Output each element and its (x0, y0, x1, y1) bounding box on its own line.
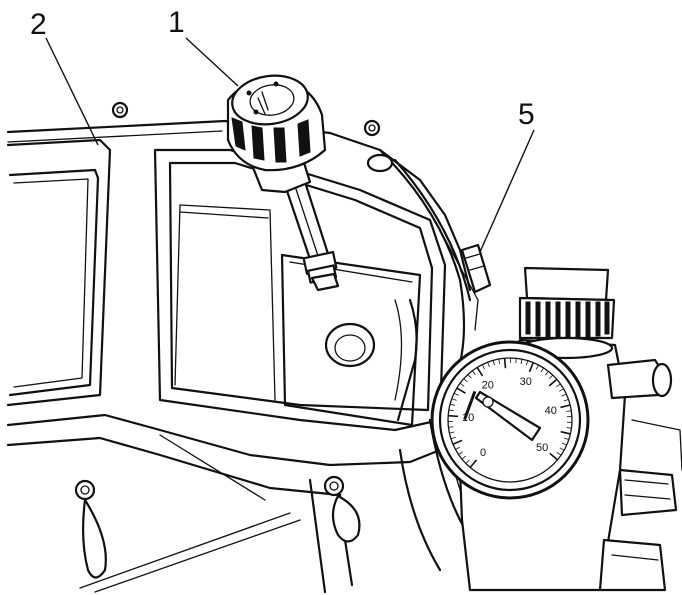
gauge-ticks (448, 357, 572, 469)
gauge-tick (559, 447, 565, 451)
gauge-tick (520, 359, 523, 365)
knob-part-1 (226, 74, 340, 292)
leader-line-1 (185, 37, 239, 87)
gauge-scale-label: 0 (480, 447, 486, 459)
callout-2: 2 (30, 8, 47, 41)
gauge-tick (525, 360, 529, 366)
gauge-tick (469, 459, 478, 469)
gauge-tick (458, 451, 463, 455)
gauge-scale-labels: 0 10 20 30 40 50 (462, 376, 557, 459)
gauge-tick (563, 437, 569, 440)
gauge-tick (455, 446, 461, 450)
gauge-tick (560, 430, 571, 435)
gauge-tick (461, 455, 467, 460)
knurling (525, 301, 610, 339)
gauge-tick (467, 374, 472, 379)
gauge-tick (449, 403, 455, 406)
gauge-tick (451, 398, 457, 401)
gauge-tick (561, 442, 567, 446)
gauge-tick (559, 388, 564, 392)
gauge-tick (487, 362, 490, 368)
gauge-scale-label: 20 (482, 379, 494, 391)
gauge-tick (448, 426, 454, 428)
gauge-tick (465, 459, 470, 464)
gauge-tick (556, 452, 562, 456)
gauge-tick (566, 410, 572, 412)
gauge-tick (544, 371, 549, 376)
center-recess (153, 148, 447, 432)
gauge-tick (560, 404, 571, 409)
gauge-tick (515, 358, 517, 364)
latch-part-5 (460, 243, 492, 294)
gauge-tick (492, 360, 495, 366)
housing-frame (6, 119, 472, 594)
gauge-tick (561, 393, 567, 397)
gauge-tick (449, 431, 455, 434)
gauge-tick (481, 364, 485, 370)
callout-1: 1 (168, 6, 185, 39)
screw-top-left (111, 101, 129, 119)
gauge-scale-label: 50 (536, 442, 548, 454)
gauge-tick (528, 362, 534, 373)
gauge-tick (549, 452, 559, 461)
gauge-tick (448, 414, 459, 418)
leader-line-5 (479, 129, 535, 253)
leader-lines (45, 37, 535, 253)
gauge-tick (472, 370, 476, 375)
gauge-tick (549, 374, 554, 379)
gauge-tick (452, 439, 463, 445)
gauge-scale-label: 40 (545, 405, 557, 417)
screw-bottom-center (323, 475, 361, 543)
callout-5: 5 (518, 98, 535, 131)
gauge-tick (566, 427, 572, 429)
gauge-scale-label: 30 (520, 376, 532, 388)
gauge-tick (463, 378, 468, 383)
gauge-tick (503, 358, 507, 369)
gauge-tick (540, 367, 544, 373)
gauge-tick (476, 366, 484, 377)
gauge-scale-label: 10 (462, 412, 474, 424)
gauge-tick (456, 387, 466, 394)
screws (74, 101, 394, 579)
gauge-tick (535, 364, 539, 370)
screw-top-right (363, 119, 394, 173)
gauge-tick (453, 392, 459, 396)
gauge-tick (448, 409, 454, 412)
screw-bottom-left (74, 479, 107, 579)
gauge-tick (556, 383, 561, 388)
gauge-tick (459, 382, 465, 387)
gauge-tick (450, 436, 456, 440)
gauge-tick (548, 378, 558, 387)
gauge-tick (498, 358, 501, 365)
gauge-tick (563, 399, 569, 402)
leader-line-2 (45, 37, 99, 146)
